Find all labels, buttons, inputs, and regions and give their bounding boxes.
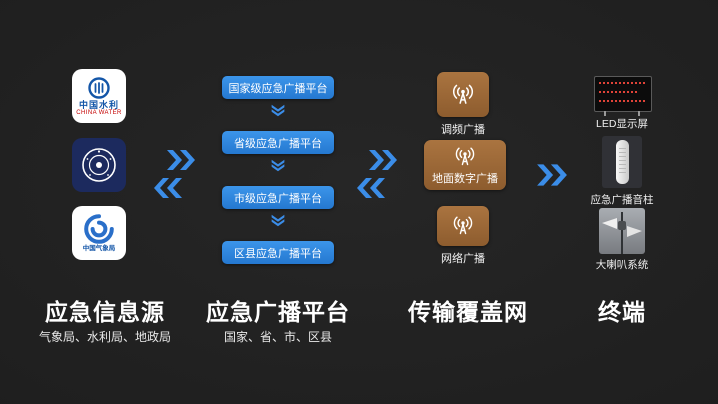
led-display-image — [594, 76, 652, 112]
cyclone-swirl-icon — [84, 214, 114, 244]
led-dots-row — [599, 91, 637, 93]
meteorological-admin-logo-icon: 中国气象局 — [72, 206, 126, 260]
horn-mount — [618, 221, 626, 230]
network-broadcast-label: 网络广播 — [441, 253, 485, 265]
broadcast-antenna-icon — [452, 84, 474, 104]
platform-city-button: 市级应急广播平台 — [222, 186, 334, 209]
speaker-column-label: 应急广播音柱 — [590, 194, 654, 206]
china-water-logo-icon: 中国水利 CHINA WATER — [72, 69, 126, 123]
horn-speaker-right — [627, 226, 642, 237]
platforms-title: 应急广播平台 — [206, 299, 350, 325]
horn-pole — [621, 212, 623, 254]
china-water-emblem-icon — [88, 76, 110, 99]
arrow-right-icon — [537, 164, 567, 186]
arrow-down-icon — [271, 104, 285, 117]
transmission-title: 传输覆盖网 — [408, 299, 528, 325]
arrow-right-icon — [369, 150, 397, 170]
broadcast-antenna-icon — [455, 147, 475, 165]
sources-title: 应急信息源 — [45, 299, 165, 325]
led-dots-row — [599, 82, 645, 84]
arrow-down-icon — [271, 159, 285, 172]
water-resources-emblem-icon — [72, 138, 126, 192]
arrow-left-icon — [154, 178, 182, 198]
horn-speaker-left — [602, 218, 617, 229]
led-display-label: LED显示屏 — [596, 118, 648, 130]
seal-icon — [82, 148, 116, 182]
meteorological-label: 中国气象局 — [82, 245, 116, 252]
terrestrial-digital-broadcast-label: 地面数字广播 — [432, 172, 498, 185]
speaker-column-body — [615, 140, 629, 184]
arrow-left-icon — [357, 178, 385, 198]
arrow-down-icon — [271, 214, 285, 227]
platform-national-button: 国家级应急广播平台 — [222, 76, 334, 99]
led-stand-leg — [604, 111, 606, 116]
platforms-subtitle: 国家、省、市、区县 — [223, 330, 333, 344]
broadcast-antenna-icon — [453, 216, 473, 235]
led-stand-leg — [638, 111, 640, 116]
platform-province-button: 省级应急广播平台 — [222, 131, 334, 154]
terrestrial-digital-broadcast-box: 地面数字广播 — [424, 140, 506, 190]
china-water-label: 中国水利 — [78, 99, 119, 110]
horn-system-label: 大喇叭系统 — [595, 259, 649, 271]
fm-broadcast-box — [437, 72, 489, 117]
fm-broadcast-label: 调频广播 — [441, 124, 485, 136]
terminals-title: 终端 — [598, 299, 646, 325]
network-broadcast-box — [437, 206, 489, 246]
platform-county-button: 区县应急广播平台 — [222, 241, 334, 264]
led-dots-row — [599, 100, 645, 102]
speaker-column-image — [602, 136, 642, 188]
arrow-right-icon — [167, 150, 195, 170]
china-water-en-label: CHINA WATER — [76, 109, 122, 116]
horn-system-image — [599, 208, 645, 254]
sources-subtitle: 气象局、水利局、地政局 — [38, 330, 172, 344]
